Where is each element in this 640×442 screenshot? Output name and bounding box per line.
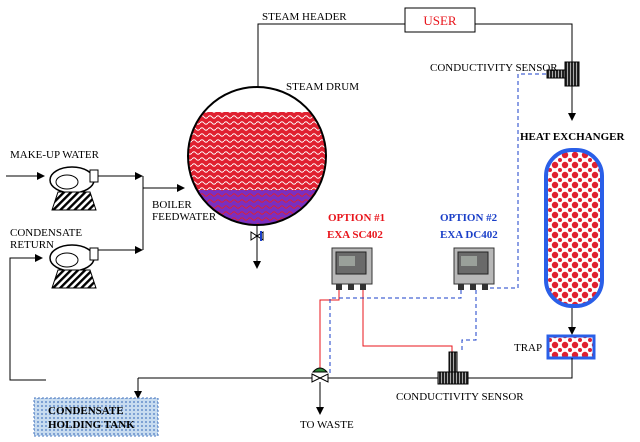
option1-title: OPTION #1: [328, 212, 385, 224]
option2-model: EXA DC402: [440, 229, 498, 241]
option1-cable: [319, 290, 453, 372]
option1-analyzer: [331, 247, 373, 290]
condensate-holding-tank: [33, 397, 159, 437]
steam-header-label: STEAM HEADER: [262, 11, 347, 23]
condensate-pump: [49, 244, 99, 289]
holding-tank-label-2: HOLDING TANK: [48, 419, 135, 431]
makeup-pump: [49, 166, 99, 211]
option2-cable: [329, 73, 546, 374]
user-box: [404, 7, 476, 33]
steam-drum: [187, 86, 327, 226]
boiler-feedwater-label-1: BOILER: [152, 199, 192, 211]
condensate-return-label-1: CONDENSATE: [10, 227, 82, 239]
user-label: USER: [423, 13, 457, 28]
boiler-feedwater-label-2: FEEDWATER: [152, 211, 217, 223]
trap-label: TRAP: [514, 342, 542, 354]
to-waste-label: TO WASTE: [300, 419, 354, 431]
option2-analyzer: [453, 247, 495, 290]
option1-model: EXA SC402: [327, 229, 383, 241]
heat-exchanger-label: HEAT EXCHANGER: [520, 131, 625, 143]
conductivity-sensor-bottom: [437, 351, 469, 385]
trap: [546, 334, 596, 360]
condensate-return-label-2: RETURN: [10, 239, 54, 251]
conductivity-sensor-top-label: CONDUCTIVITY SENSOR: [430, 62, 558, 74]
feedwater-line: [142, 176, 185, 250]
waste-valve: [311, 367, 329, 415]
heat-exchanger: [544, 148, 604, 308]
option2-title: OPTION #2: [440, 212, 498, 224]
drum-drain-valve: [250, 225, 264, 269]
steam-drum-label: STEAM DRUM: [286, 81, 359, 93]
steam-header-line: [257, 23, 576, 121]
conductivity-sensor-bottom-label: CONDUCTIVITY SENSOR: [396, 391, 524, 403]
holding-tank-label-1: CONDENSATE: [48, 405, 124, 417]
makeup-water-label: MAKE-UP WATER: [10, 149, 100, 161]
conductivity-sensor-top: [546, 61, 580, 87]
